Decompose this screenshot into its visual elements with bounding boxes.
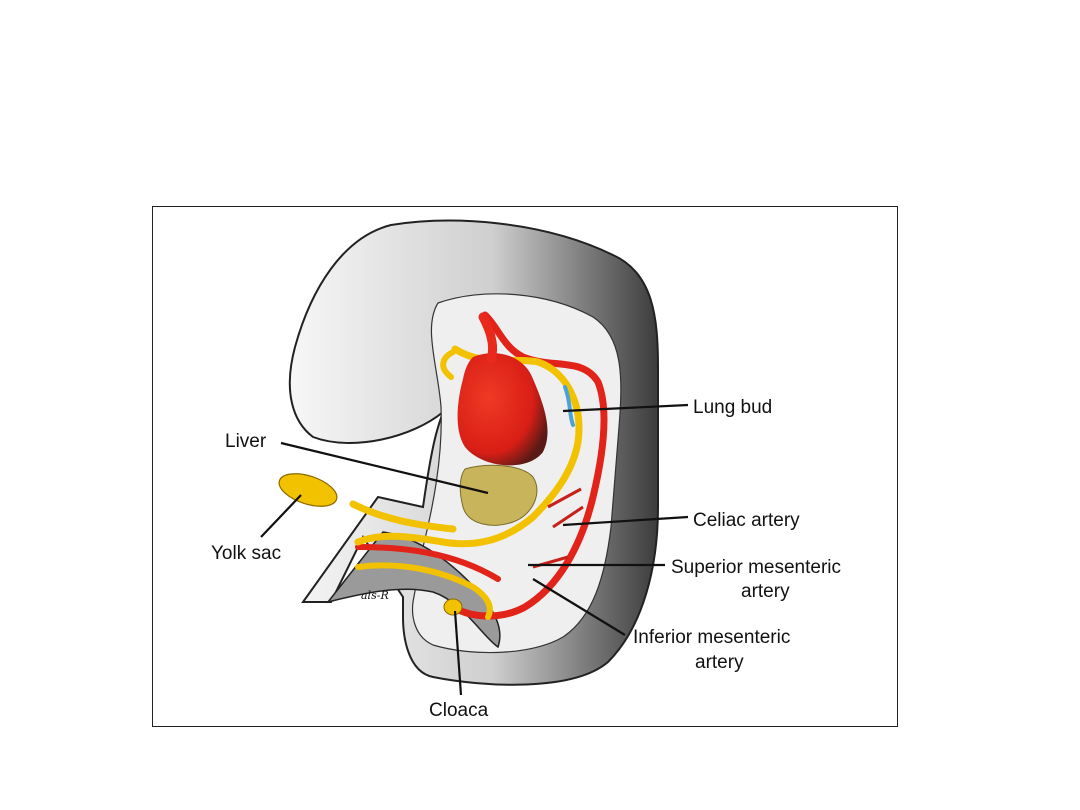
celiac-branch xyxy=(547,487,584,529)
leader-celiac xyxy=(562,515,689,527)
outflow-tract xyxy=(478,312,498,364)
artist-signature: als-R xyxy=(361,589,389,602)
label-superior-mesenteric-1: Superior mesenteric xyxy=(671,557,841,578)
label-celiac-artery: Celiac artery xyxy=(693,510,800,531)
cloaca xyxy=(443,598,463,616)
label-cloaca: Cloaca xyxy=(429,700,489,721)
leader-cloaca xyxy=(453,610,463,696)
embryo-figure: Lung bud Liver Celiac artery Yolk sac Su… xyxy=(152,206,898,727)
liver xyxy=(459,464,538,526)
yolk-sac xyxy=(278,473,338,507)
lung-bud xyxy=(563,385,575,427)
label-yolk-sac: Yolk sac xyxy=(211,543,281,564)
leader-inferior-mesenteric xyxy=(532,578,626,636)
label-superior-mesenteric-2: artery xyxy=(741,581,790,602)
umbilical-artery xyxy=(355,544,501,582)
label-inferior-mesenteric-1: Inferior mesenteric xyxy=(633,627,790,648)
leader-liver xyxy=(280,441,489,495)
gut-tube xyxy=(354,345,583,548)
vitelline-duct xyxy=(349,500,457,533)
foregut-branch xyxy=(440,349,456,380)
hindgut xyxy=(355,562,493,620)
heart xyxy=(457,353,548,466)
label-lung-bud: Lung bud xyxy=(693,397,772,418)
label-inferior-mesenteric-2: artery xyxy=(695,652,744,673)
leader-yolk-sac xyxy=(260,494,302,538)
dorsal-aorta xyxy=(449,311,608,620)
embryo-diagram: Lung bud Liver Celiac artery Yolk sac Su… xyxy=(211,219,841,721)
label-liver: Liver xyxy=(225,431,267,452)
leader-lung-bud xyxy=(562,403,689,413)
